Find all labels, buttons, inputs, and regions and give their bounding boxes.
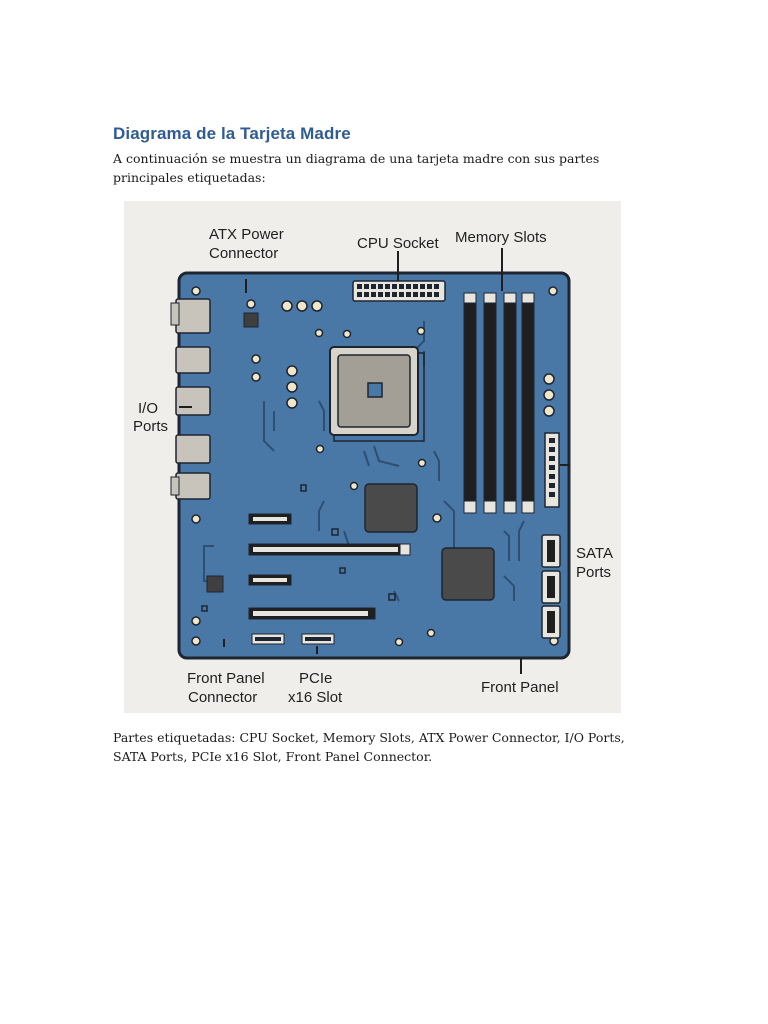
label-cpu-socket: CPU Socket (357, 235, 440, 252)
capacitors (191, 300, 555, 647)
expansion-slots (248, 513, 411, 620)
atx-pins (357, 284, 439, 297)
label-sata-line2: Ports (576, 564, 611, 581)
label-front-panel-line1: Front Panel (187, 670, 265, 687)
memory-slots (463, 292, 535, 514)
label-atx-line2: Connector (209, 245, 278, 262)
small-chip-left (206, 575, 224, 593)
label-pcie-line1: PCIe (299, 670, 332, 687)
motherboard-diagram: ATX Power Connector CPU Socket Memory Sl… (124, 201, 621, 713)
leader-lines (179, 248, 570, 674)
label-front-panel-line2: Connector (188, 689, 257, 706)
label-atx-line1: ATX Power (209, 226, 284, 243)
front-panel-headers (251, 633, 335, 645)
small-chip (243, 312, 259, 328)
label-sata-line1: SATA (576, 545, 613, 562)
mounting-holes (191, 286, 559, 646)
label-io-line2: Ports (133, 418, 168, 435)
circuit-traces (203, 321, 525, 602)
document-heading: Diagrama de la Tarjeta Madre (113, 124, 351, 143)
intro-paragraph: A continuación se muestra un diagrama de… (113, 151, 600, 185)
cpu-socket (329, 346, 425, 442)
label-pcie-line2: x16 Slot (288, 689, 343, 706)
right-power-connector (544, 432, 560, 508)
southbridge-chip (441, 547, 495, 601)
small-components (201, 484, 396, 612)
io-ports (170, 298, 211, 500)
label-io-line1: I/O (138, 400, 158, 417)
sata-ports (541, 534, 561, 639)
parts-paragraph: Partes etiquetadas: CPU Socket, Memory S… (113, 730, 625, 764)
motherboard-svg: ATX Power Connector CPU Socket Memory Sl… (133, 226, 613, 706)
label-front-panel-right: Front Panel (481, 679, 559, 696)
chipset (364, 483, 418, 533)
label-memory-slots: Memory Slots (455, 229, 547, 246)
